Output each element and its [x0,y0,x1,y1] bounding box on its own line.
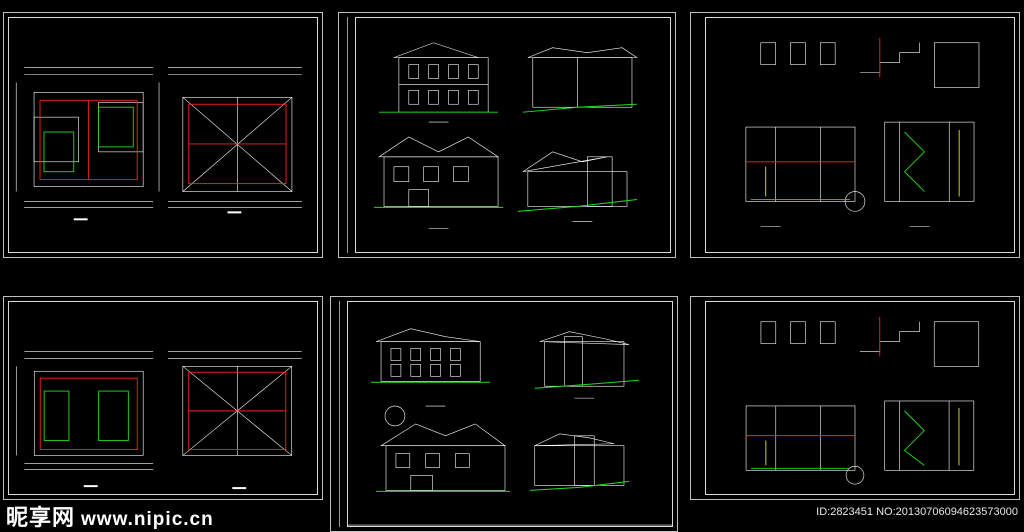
section-drawing-2 [745,316,980,485]
drawing-sheet-elevations-bottom [330,296,678,532]
watermark-id: ID:2823451 NO:20130706094623573000 [816,506,1018,518]
drawing-sheet-floor-plans-bottom [3,296,323,500]
floor-plan-drawing [15,67,302,221]
floor-plan-drawing-2 [16,351,302,490]
section-drawing [745,37,980,227]
watermark-url: www.nipic.cn [81,509,214,530]
drawing-sheet-elevations-top [338,12,676,258]
elevation-drawing-2 [339,300,673,528]
drawing-sheet-floor-plans-top [3,12,323,258]
drawing-sheet-sections-top [690,12,1020,258]
elevation-drawing [347,16,638,254]
drawing-sheet-sections-bottom [690,296,1020,500]
watermark-brand-name: 昵享网 [6,506,76,531]
